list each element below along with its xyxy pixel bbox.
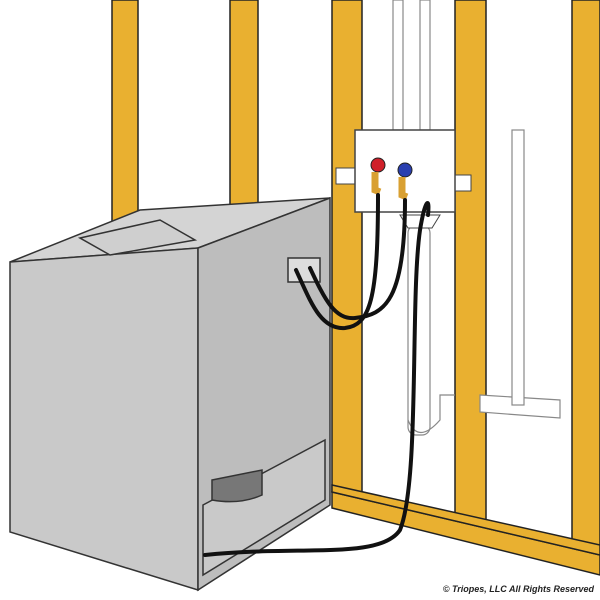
stud-back-2 [229,0,259,231]
washing-machine [9,196,331,592]
hot-hose [294,193,380,331]
cold-valve-handle [397,162,413,178]
hot-valve-handle [370,157,386,173]
vent-pipe [511,129,525,406]
washer-kick-panel [202,438,326,577]
cold-hose [308,198,407,321]
stud-side-2 [454,0,487,529]
drain-hose [203,201,431,557]
drain-pipe-horizontal [479,394,561,419]
cold-valve-spout [398,177,409,201]
pipe-vertical-2 [419,0,431,131]
washer-lid [77,219,198,256]
washer-front [9,247,199,592]
drain-pump [211,469,263,503]
pipe-vertical-1 [392,0,404,131]
copyright-notice: © Triopes, LLC All Rights Reserved [442,584,594,594]
stud-side-3 [571,0,600,561]
bottom-plate-top [331,484,600,556]
stud-side-1 [331,0,363,501]
hot-valve-spout [371,172,382,196]
